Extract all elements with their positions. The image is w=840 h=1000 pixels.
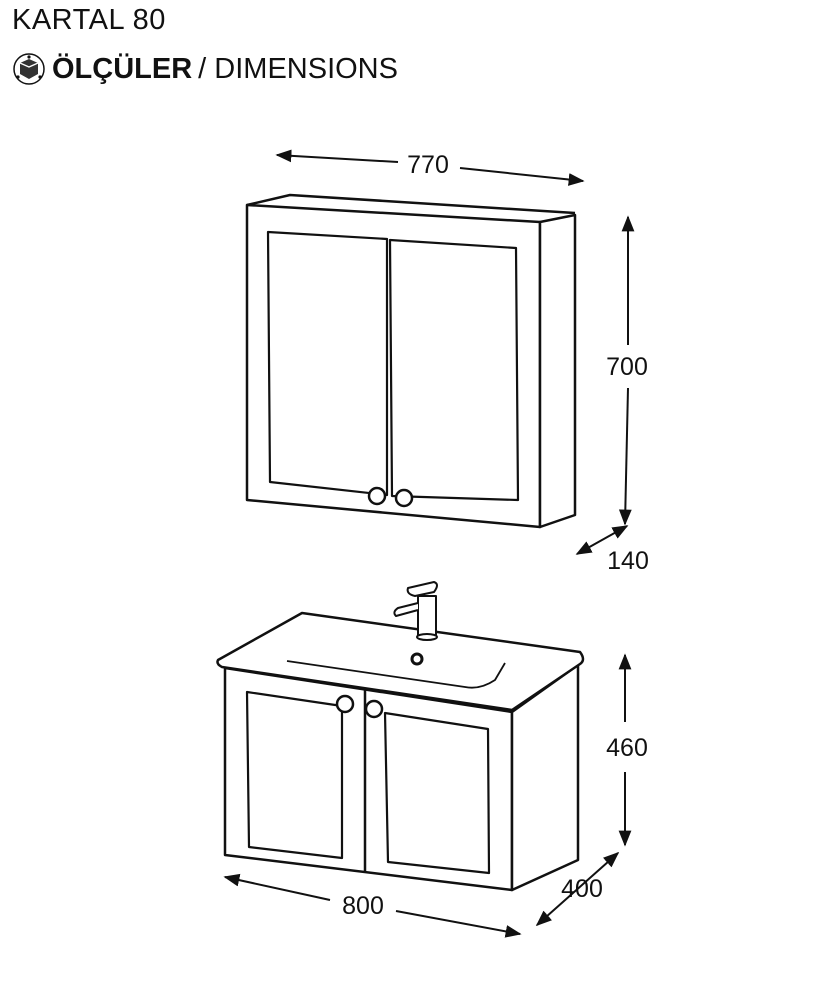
vanity-door-knob-left (335, 694, 355, 714)
mirror-door-knob-left (367, 486, 387, 506)
vanity-depth-label: 400 (561, 875, 603, 903)
vanity-width-label: 800 (342, 892, 384, 920)
faucet-icon (393, 581, 438, 641)
mirror-height-label: 700 (606, 353, 648, 381)
vanity-door-knob-right (364, 699, 384, 719)
vanity-unit (216, 581, 585, 892)
mirror-cabinet (245, 193, 577, 529)
mirror-width-label: 770 (407, 151, 449, 179)
subtitle-turkish: ÖLÇÜLER (52, 52, 193, 85)
vanity-height-label: 460 (606, 734, 648, 762)
subtitle-english: / DIMENSIONS (198, 52, 398, 85)
mirror-door-knob-right (394, 488, 414, 508)
product-title: KARTAL 80 (12, 4, 166, 36)
dimension-lines (223, 149, 635, 938)
dimensions-heading: ÖLÇÜLER / DIMENSIONS (12, 52, 398, 86)
mirror-depth-label: 140 (607, 547, 649, 575)
dimensions-cube-icon (13, 53, 45, 85)
